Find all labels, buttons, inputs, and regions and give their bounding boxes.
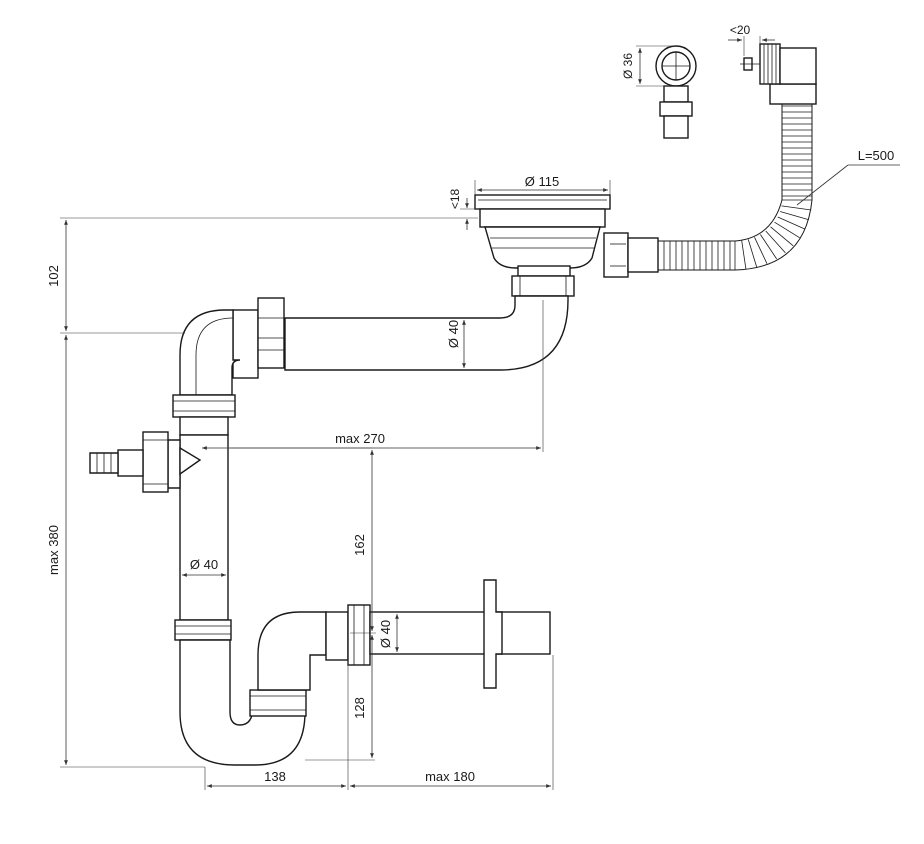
dim-dia-40-outlet: Ø 40 (378, 620, 393, 648)
upper-elbow (179, 309, 241, 396)
dim-162: 162 (352, 534, 367, 556)
overflow-front-view (655, 45, 697, 139)
dim-max-380: max 380 (46, 525, 61, 575)
dim-lt-18: <18 (448, 188, 462, 209)
hose-ridge (760, 234, 777, 260)
outlet-pipe (325, 579, 551, 689)
hose-ridge (754, 237, 768, 264)
dim-hose-length: L=500 (858, 148, 895, 163)
hose-ridge (765, 230, 786, 254)
hose-ridge (781, 205, 812, 211)
dim-dia-115: Ø 115 (525, 174, 559, 189)
dim-lt-20: <20 (730, 23, 751, 37)
hose-ridge (741, 240, 747, 270)
corrugated-overflow-hose (658, 100, 813, 271)
dim-dia-36: Ø 36 (621, 53, 635, 79)
hose-ridge (779, 211, 809, 221)
horizontal-drain-pipe (232, 295, 569, 379)
dim-128: 128 (352, 697, 367, 719)
hose-ridge (774, 221, 800, 239)
hose-ridge (747, 239, 758, 268)
dim-dia-40-vertical: Ø 40 (190, 557, 218, 572)
dim-dia-40-horizontal: Ø 40 (446, 320, 461, 348)
overflow-head (740, 43, 817, 105)
vertical-standpipe (172, 394, 236, 641)
sink-strainer (474, 194, 611, 297)
hose-ridge (770, 226, 794, 247)
dimension-lines (60, 36, 900, 790)
dimension-labels: 102 max 380 max 270 Ø 40 Ø 40 Ø 40 162 1… (46, 23, 894, 784)
overflow-connector (603, 232, 659, 278)
dim-max-180: max 180 (425, 769, 475, 784)
dim-max-270: max 270 (335, 431, 385, 446)
side-branch-inlet (89, 431, 202, 493)
dim-102: 102 (46, 265, 61, 287)
dim-138: 138 (264, 769, 286, 784)
hose-ridge (777, 216, 806, 230)
u-trap (179, 611, 327, 766)
